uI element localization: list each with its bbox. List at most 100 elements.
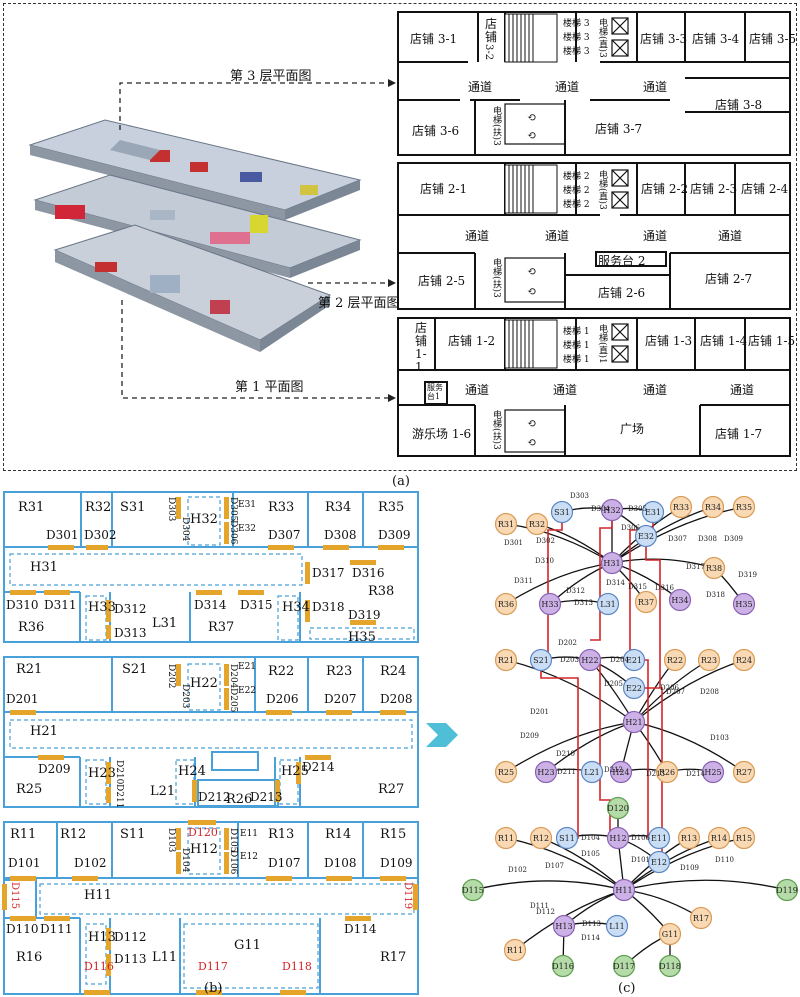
b-label-e31: E31 [238, 500, 257, 510]
graph-node-label: H31 [603, 559, 620, 568]
playground-1-6: 游乐场 1-6 [412, 427, 472, 441]
graph-node-d116 [551, 954, 575, 978]
graph-node-h11 [612, 878, 636, 902]
b-label-r33: R33 [268, 500, 295, 515]
b-label-s11: S11 [120, 827, 146, 842]
graph-node-label: R36 [498, 600, 514, 609]
edge-label-d301: D301 [504, 539, 523, 547]
graph-node-label: R24 [736, 656, 752, 665]
b-label-r31: R31 [18, 500, 45, 515]
b-label-d311: D311 [44, 598, 77, 612]
svg-text:⟲: ⟲ [527, 285, 536, 298]
graph-node-label: R23 [701, 656, 717, 665]
graph-edge [633, 659, 745, 723]
b-label-r37: R37 [208, 620, 235, 635]
edge-label-d203: D203 [560, 656, 579, 664]
shop-1-2: 店铺 1-2 [448, 334, 496, 348]
graph-node-d118 [658, 954, 682, 978]
elevator-1 [611, 323, 629, 363]
b-label-d116: D116 [84, 960, 114, 973]
floor3-plan-outline [397, 11, 791, 156]
graph-edge [611, 506, 745, 564]
b-label-d314: D314 [194, 598, 227, 612]
stair3-label-c: 楼梯 3 [563, 47, 590, 57]
graph-node-label: G11 [662, 930, 679, 939]
floor1-plan-outline [397, 317, 791, 457]
b-label-r12: R12 [60, 827, 87, 842]
b-label-d102: D102 [74, 856, 107, 870]
b-label-d211: D211 [114, 784, 124, 809]
shop-1-3: 店铺 1-3 [645, 334, 693, 348]
b-label-d209: D209 [38, 762, 71, 776]
graph-node-r12 [529, 826, 553, 850]
edge-label-d213: D213 [646, 770, 665, 778]
graph-node-d120 [606, 796, 630, 820]
graph-node-label: E22 [626, 684, 642, 693]
b-label-h31: H31 [30, 560, 58, 575]
graph-node-label: E32 [638, 532, 654, 541]
shop-2-3: 店铺 2-3 [690, 182, 738, 196]
floor3-leader-label: 第 3 层平面图 [230, 69, 312, 84]
graph-node-label: E11 [651, 834, 667, 843]
edge-label-d315: D315 [628, 583, 647, 591]
b-label-d205: D205 [228, 688, 238, 713]
graph-node-label: S11 [559, 834, 575, 843]
graph-node-label: E12 [651, 858, 667, 867]
graph-node-h25 [701, 760, 725, 784]
floor2-plan-outline [397, 162, 791, 310]
graph-node-r17 [689, 906, 713, 930]
b-label-d212: D212 [198, 790, 231, 804]
leader-lines [119, 82, 388, 399]
shop-2-2: 店铺 2-2 [641, 182, 689, 196]
graph-node-s31 [550, 500, 574, 524]
graph-node-label: R38 [706, 564, 722, 573]
corridor-2b: 通道 [545, 229, 570, 243]
b-label-h24: H24 [178, 764, 206, 779]
graph-node-label: D118 [659, 962, 681, 971]
b-label-h25: H25 [281, 764, 309, 779]
graph-node-r26 [655, 760, 679, 784]
corridor-2c: 通道 [643, 229, 668, 243]
shop-2-4: 店铺 2-4 [741, 182, 789, 196]
edge-label-d318: D318 [706, 591, 725, 599]
edge-label-d106: D106 [631, 834, 651, 842]
b-label-r13: R13 [268, 827, 295, 842]
edge-label-d102: D102 [508, 866, 527, 874]
b-label-e21: E21 [238, 662, 257, 672]
escalator-1: ⟲ ⟲ [504, 409, 566, 453]
graph-node-label: D119 [776, 886, 798, 895]
stair2-label-b: 楼梯 2 [563, 186, 590, 196]
b-label-r34: R34 [325, 500, 352, 515]
graph-node-r38 [702, 556, 726, 580]
b-label-h34: H34 [282, 600, 310, 615]
shop-3-3: 店铺 3-3 [640, 32, 688, 46]
graph-node-label: L21 [584, 768, 600, 777]
graph-node-label: R11 [498, 834, 514, 843]
edge-label-d305: D305 [628, 505, 647, 513]
shop-3-2: 店 铺 3-2 [483, 17, 497, 61]
graph-node-d115 [461, 878, 485, 902]
graph-node-r11 [494, 826, 518, 850]
b-label-d307: D307 [268, 528, 301, 542]
graph-node-label: D115 [462, 886, 484, 895]
graph-node-h24 [609, 760, 633, 784]
graph-node-h23 [534, 760, 558, 784]
graph-edge [633, 721, 745, 773]
graph-node-s11 [555, 826, 579, 850]
graph-node-h22 [578, 648, 602, 672]
b-label-h13: H13 [88, 930, 116, 945]
graph-node-h12 [606, 826, 630, 850]
shop-3-4: 店铺 3-4 [692, 32, 740, 46]
corridor-1b: 通道 [553, 383, 578, 397]
graph-node-s21 [529, 648, 553, 672]
graph-node-label: R17 [693, 914, 709, 923]
b-label-h12: H12 [190, 842, 218, 857]
b-label-h11: H11 [84, 888, 112, 903]
graph-node-d117 [612, 954, 636, 978]
b-label-h32: H32 [190, 512, 218, 527]
graph-node-label: E31 [645, 508, 661, 517]
svg-text:⟲: ⟲ [527, 417, 536, 430]
graph-node-r31 [494, 512, 518, 536]
corridor-1d: 通道 [730, 383, 755, 397]
